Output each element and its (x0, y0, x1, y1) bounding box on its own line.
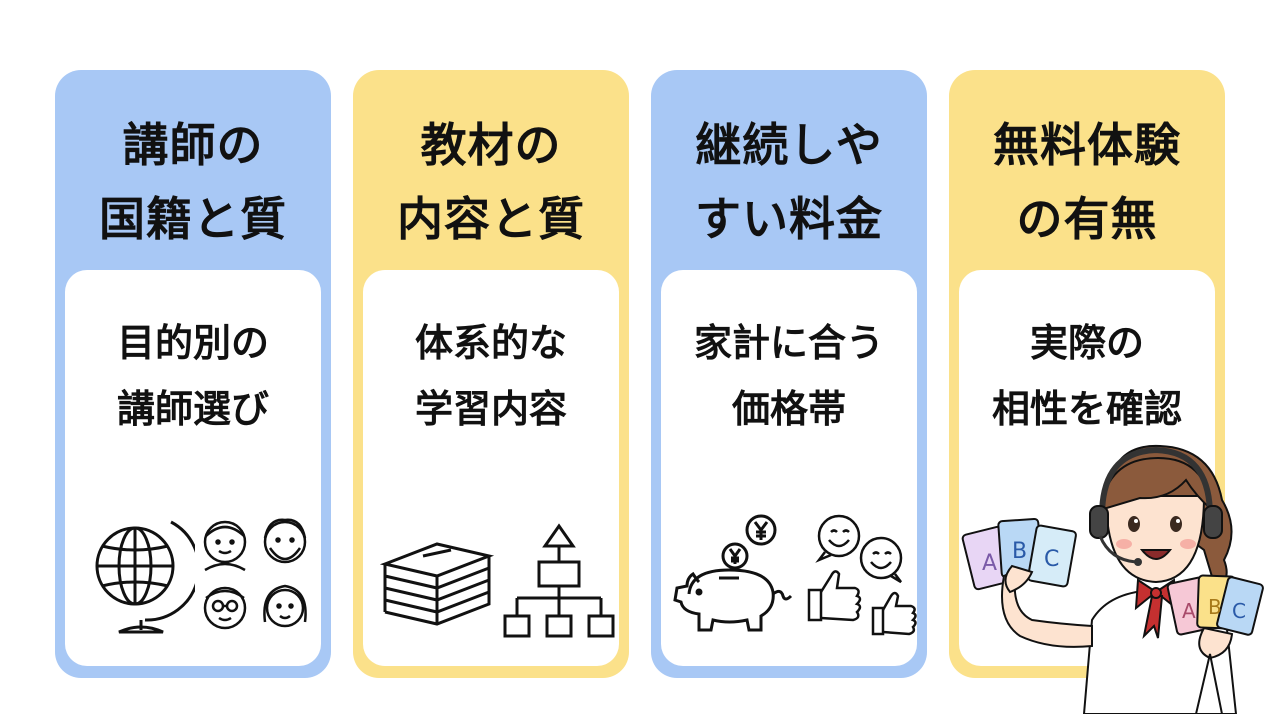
card-icons (363, 508, 619, 658)
card-title: 継続しや すい料金 (695, 118, 883, 246)
card-letter: B (1012, 539, 1027, 564)
card-letter: C (1044, 547, 1059, 572)
card-inner: 目的別の 講師選び (65, 270, 321, 666)
card-letter: A (1182, 599, 1196, 623)
card-subtitle: 体系的な 学習内容 (414, 321, 567, 431)
card-letter: B (1208, 595, 1222, 619)
piggy-bank-yen-icon (669, 508, 799, 638)
card-subtitle: 実際の 相性を確認 (991, 321, 1182, 431)
globe-icon (85, 508, 195, 638)
people-faces-icon (197, 510, 317, 640)
abc-cards-right: A B C (1167, 575, 1264, 635)
card-subtitle: 目的別の 講師選び (116, 321, 269, 431)
card-title: 教材の 内容と質 (397, 118, 585, 246)
card-subtitle: 家計に合う 価格帯 (693, 321, 884, 431)
card-free-trial: 無料体験 の有無 実際の 相性を確認 (949, 70, 1225, 678)
teacher-with-cards-illustration: A B C A B C (960, 440, 1280, 714)
card-icons (661, 508, 917, 658)
smile-thumbs-up-icon (805, 510, 925, 640)
card-inner: 体系的な 学習内容 (363, 270, 619, 666)
card-title: 無料体験 の有無 (993, 118, 1181, 246)
card-pricing: 継続しや すい料金 家計に合う 価格帯 (651, 70, 927, 678)
hierarchy-icon (499, 522, 619, 642)
card-icons (65, 508, 321, 658)
card-title: 講師の 国籍と質 (99, 118, 287, 246)
abc-cards-left: A B C (962, 519, 1077, 590)
card-letter: A (982, 551, 997, 576)
card-instructor: 講師の 国籍と質 目的別の 講師選び (55, 70, 331, 678)
card-materials: 教材の 内容と質 体系的な 学習内容 (353, 70, 629, 678)
books-stack-icon (377, 538, 497, 648)
card-letter: C (1232, 599, 1246, 623)
card-inner: 家計に合う 価格帯 (661, 270, 917, 666)
